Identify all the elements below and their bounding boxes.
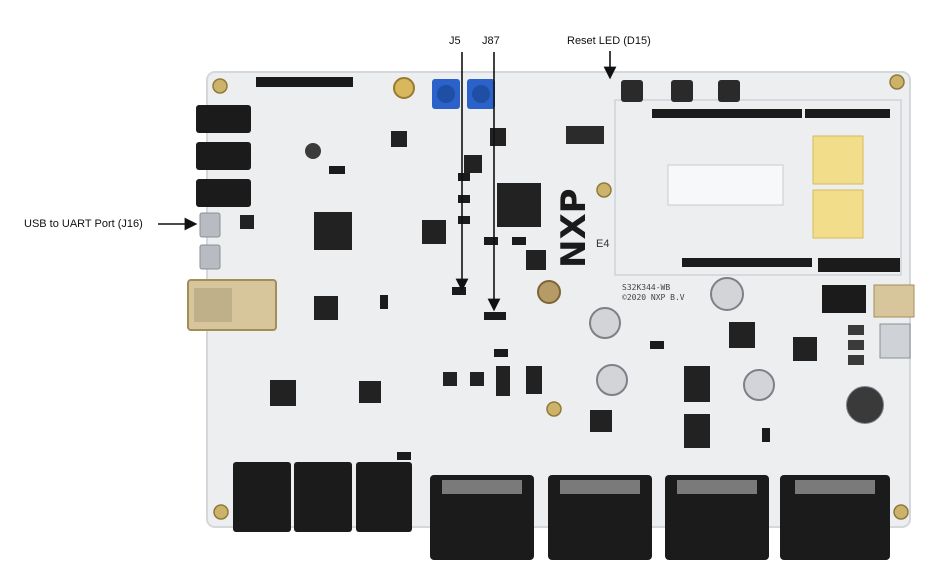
- annotation-arrows: [158, 51, 617, 312]
- jumpers: [329, 166, 770, 460]
- usb-ports: [199, 212, 221, 270]
- potentiometers: [432, 79, 495, 109]
- label-j87: J87: [482, 35, 500, 47]
- sma-connector: [393, 77, 415, 99]
- pcb-board: [206, 71, 911, 528]
- mounting-holes: [212, 74, 909, 520]
- gold-pads: [812, 135, 864, 239]
- board-model: S32K344-WB: [622, 283, 670, 292]
- nxp-logo: NXP: [554, 188, 594, 268]
- push-buttons: [621, 80, 740, 102]
- label-reset-led: Reset LED (D15): [567, 35, 651, 47]
- label-usb-uart: USB to UART Port (J16): [24, 218, 143, 230]
- board-copyright: ©2020 NXP B.V: [622, 293, 685, 302]
- bottom-connectors-small: [233, 462, 412, 532]
- board-revision: E4: [596, 238, 609, 250]
- audio-jacks: [196, 105, 251, 207]
- shield-headers: [652, 109, 900, 272]
- bottom-connectors-large: [430, 475, 890, 560]
- shield-outline: [614, 99, 902, 276]
- top-header: [256, 77, 353, 87]
- label-j5: J5: [449, 35, 461, 47]
- chips: [240, 128, 817, 448]
